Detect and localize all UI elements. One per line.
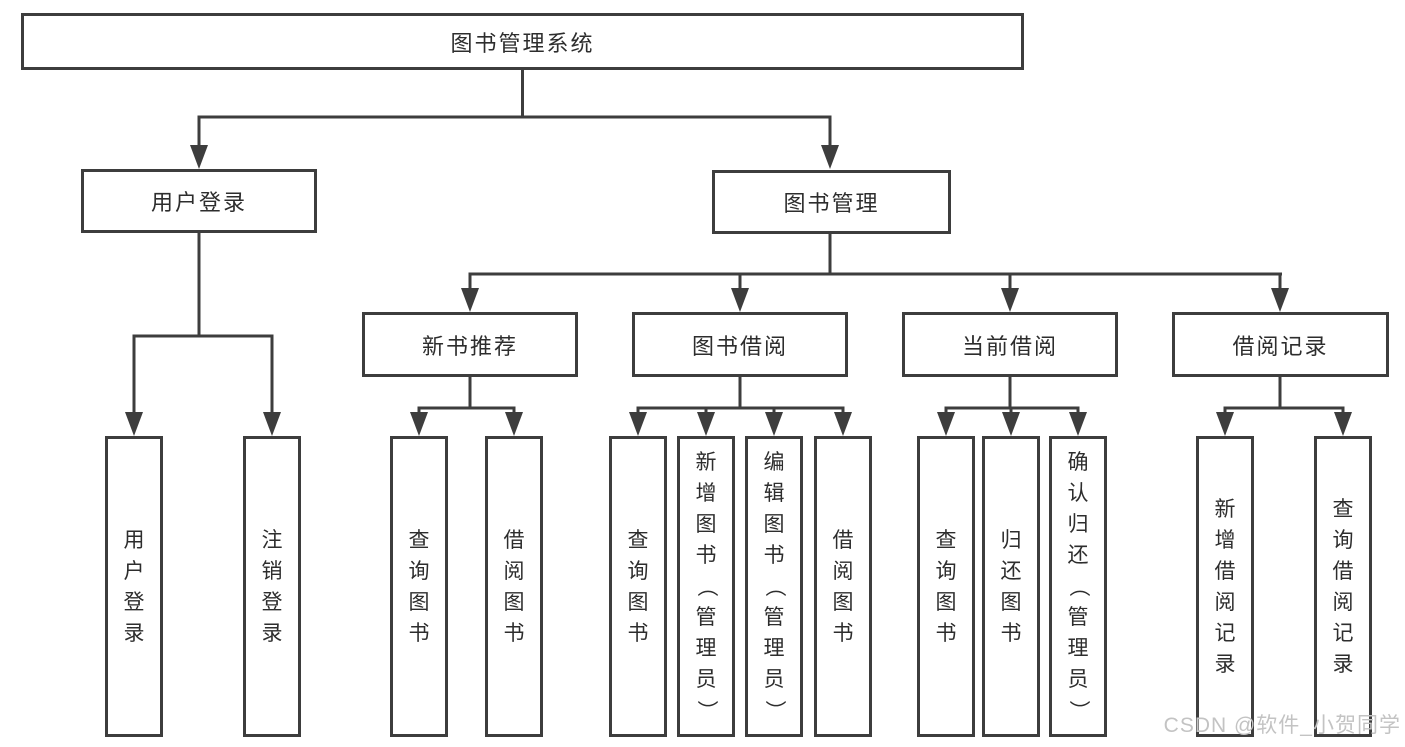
leaf-borrow-books-recommend: 借阅图书 [485, 436, 543, 737]
node-borrowing-records: 借阅记录 [1172, 312, 1389, 377]
leaf-logout: 注销登录 [243, 436, 301, 737]
node-user-login: 用户登录 [81, 169, 317, 233]
leaf-query-borrow-record: 查询借阅记录 [1314, 436, 1372, 737]
leaf-add-borrow-record: 新增借阅记录 [1196, 436, 1254, 737]
node-book-management: 图书管理 [712, 170, 951, 234]
leaf-add-book-admin: 新增图书（管理员） [677, 436, 735, 737]
leaf-query-books-current: 查询图书 [917, 436, 975, 737]
leaf-edit-book-admin: 编辑图书（管理员） [745, 436, 803, 737]
leaf-borrow-books: 借阅图书 [814, 436, 872, 737]
leaf-query-books-borrow: 查询图书 [609, 436, 667, 737]
leaf-confirm-return-admin: 确认归还（管理员） [1049, 436, 1107, 737]
node-new-book-recommend: 新书推荐 [362, 312, 578, 377]
leaf-return-books: 归还图书 [982, 436, 1040, 737]
leaf-query-books-recommend: 查询图书 [390, 436, 448, 737]
node-library-management-system: 图书管理系统 [21, 13, 1024, 70]
leaf-user-login: 用户登录 [105, 436, 163, 737]
csdn-watermark: CSDN @软件_小贺同学 [1163, 714, 1401, 737]
node-book-borrowing: 图书借阅 [632, 312, 848, 377]
node-current-borrowing: 当前借阅 [902, 312, 1118, 377]
